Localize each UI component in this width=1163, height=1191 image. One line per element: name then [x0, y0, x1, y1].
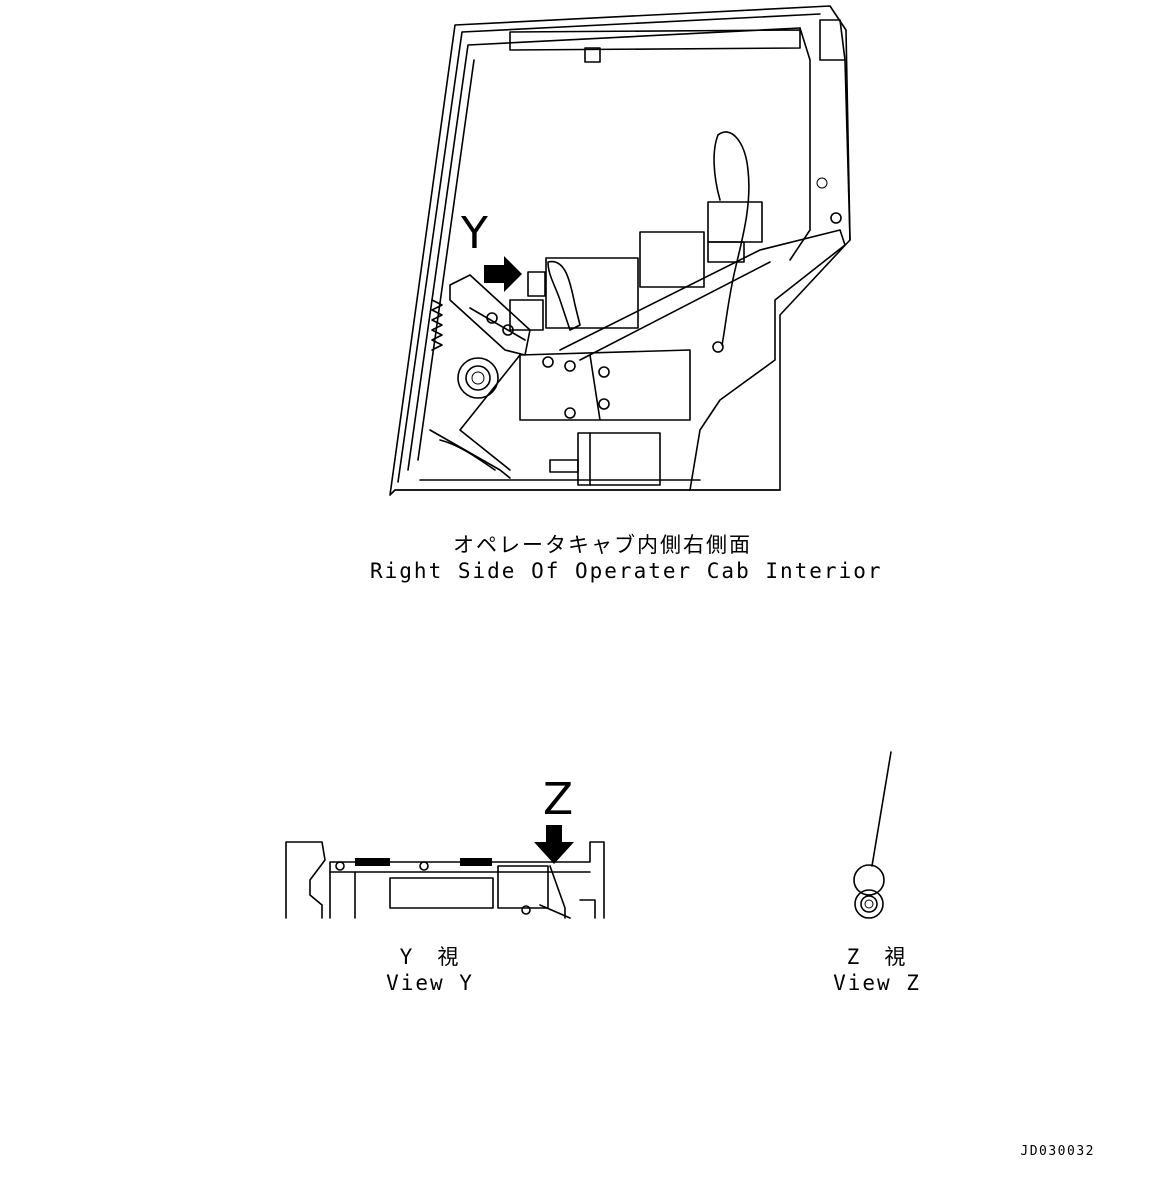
callout-z: Z	[543, 774, 574, 825]
callout-y: Y	[461, 208, 488, 259]
main-view-caption: オペレータキャブ内側右側面 Right Side Of Operater Cab…	[370, 532, 883, 584]
cab-interior-drawing	[389, 5, 851, 496]
caption-en: View Y	[386, 971, 474, 995]
caption-en: Right Side Of Operater Cab Interior	[370, 559, 883, 583]
view-z-caption: Z 視 View Z	[817, 944, 937, 996]
document-id: JD030032	[1020, 1144, 1095, 1159]
caption-jp: オペレータキャブ内側右側面	[453, 533, 752, 557]
caption-en: View Z	[833, 971, 921, 995]
view-z-drawing	[853, 751, 892, 919]
caption-jp: Y 視	[399, 945, 461, 969]
view-y-caption: Y 視 View Y	[370, 944, 490, 996]
view-y-drawing	[285, 825, 605, 919]
caption-jp: Z 視	[846, 945, 908, 969]
